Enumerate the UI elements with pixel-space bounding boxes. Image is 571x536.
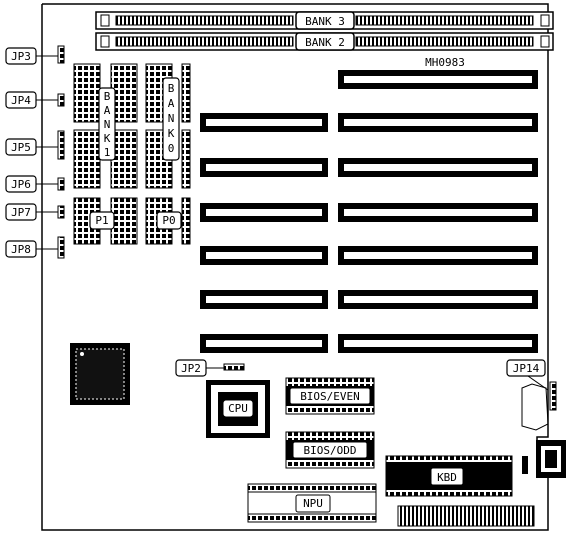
jumper-jp8 <box>5 236 65 259</box>
bios-even-text: BIOS/EVEN <box>300 390 360 403</box>
plcc-chip <box>70 343 130 405</box>
jp6-text: JP6 <box>11 178 31 191</box>
npu-text: NPU <box>303 497 323 510</box>
expansion-slots-left <box>200 113 328 353</box>
jp8-text: JP8 <box>11 243 31 256</box>
bank-1-letter: K <box>104 132 111 145</box>
bank-0-label: B A N K 0 <box>162 77 180 161</box>
simm-bank-2 <box>95 32 554 51</box>
bank-1-letter: A <box>104 104 111 117</box>
bank-0-letter: 0 <box>168 142 175 155</box>
bios-even-chip <box>285 377 375 415</box>
jp2-text: JP2 <box>181 362 201 375</box>
kbd-chip <box>385 455 528 497</box>
p1-text: P1 <box>95 214 108 227</box>
npu-chip <box>247 483 377 523</box>
jumper-jp6 <box>5 175 65 193</box>
jumper-jp2 <box>175 359 245 377</box>
kbd-text: KBD <box>437 471 457 484</box>
jp3-text: JP3 <box>11 50 31 63</box>
parity-p1-label <box>89 211 115 230</box>
simm-bank-3 <box>95 11 554 30</box>
jumper-jp7 <box>5 203 65 221</box>
parity-p0-label <box>156 211 182 230</box>
jp4-text: JP4 <box>11 94 31 107</box>
keyboard-connector <box>536 440 566 478</box>
jp14-text: JP14 <box>513 362 540 375</box>
jp7-text: JP7 <box>11 206 31 219</box>
bank-0-letter: A <box>168 97 175 110</box>
bank-2-label: BANK 2 <box>305 36 345 49</box>
bios-odd-text: BIOS/ODD <box>304 444 357 457</box>
jumper-jp4 <box>5 91 65 109</box>
bank-3-label: BANK 3 <box>305 15 345 28</box>
bank-1-letter: B <box>104 90 111 103</box>
p0-text: P0 <box>162 214 175 227</box>
model-number: MH0983 <box>425 56 465 69</box>
expansion-slots-right <box>338 70 538 353</box>
bank-0-letter: N <box>168 112 175 125</box>
jumper-jp3 <box>5 45 65 65</box>
jumper-jp14 <box>506 359 557 431</box>
jumper-jp5 <box>5 130 65 160</box>
bank-0-letter: B <box>168 82 175 95</box>
bottom-connector <box>397 505 535 527</box>
cpu-text: CPU <box>228 402 248 415</box>
bank-1-letter: N <box>104 118 111 131</box>
cpu-chip <box>206 380 270 438</box>
bank-0-letter: K <box>168 127 175 140</box>
bank-1-letter: 1 <box>104 146 111 159</box>
bios-odd-chip <box>285 431 375 469</box>
jp5-text: JP5 <box>11 141 31 154</box>
bank-1-label: B A N K 1 <box>98 87 116 161</box>
